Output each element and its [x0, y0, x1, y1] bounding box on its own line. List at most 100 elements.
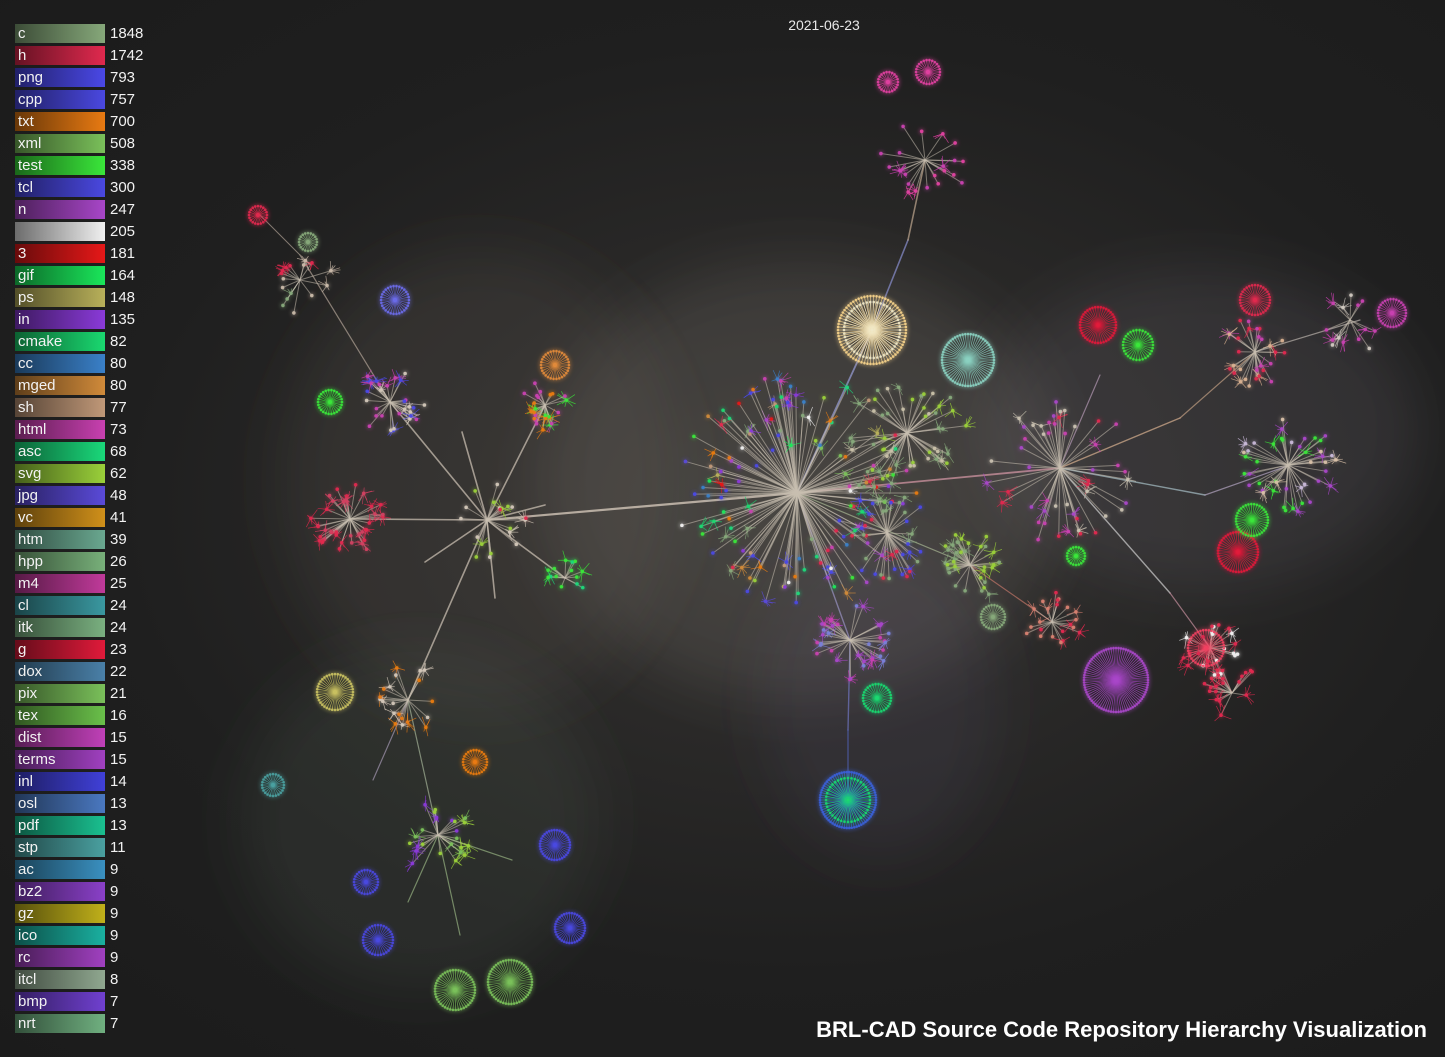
legend-swatch: cmake [15, 331, 105, 351]
legend-count: 13 [110, 794, 127, 812]
legend-item: bz2 9 [15, 880, 165, 902]
legend-swatch: jpg [15, 485, 105, 505]
legend-count: 1848 [110, 24, 144, 42]
legend-count: 338 [110, 156, 136, 174]
legend-swatch: dist [15, 727, 105, 747]
legend-swatch: sh [15, 397, 105, 417]
legend-count: 26 [110, 552, 127, 570]
legend-swatch: test [15, 155, 105, 175]
legend-item: pdf 13 [15, 814, 165, 836]
legend-swatch: 3 [15, 243, 105, 263]
legend-swatch: svg [15, 463, 105, 483]
legend-item: dist 15 [15, 726, 165, 748]
legend-swatch: cl [15, 595, 105, 615]
legend-swatch: bmp [15, 991, 105, 1011]
legend-swatch: itk [15, 617, 105, 637]
legend-count: 11 [110, 838, 126, 856]
legend-count: 14 [110, 772, 127, 790]
legend-swatch: c [15, 23, 105, 43]
legend-swatch: osl [15, 793, 105, 813]
legend-count: 9 [110, 882, 119, 900]
legend-swatch: asc [15, 441, 105, 461]
legend-count: 300 [110, 178, 136, 196]
tree-edges [248, 59, 1407, 1011]
legend-count: 7 [110, 992, 119, 1010]
legend-count: 181 [110, 244, 136, 262]
legend-item: mged 80 [15, 374, 165, 396]
legend-count: 48 [110, 486, 127, 504]
legend-swatch: cpp [15, 89, 105, 109]
legend-count: 164 [110, 266, 136, 284]
legend-item: gif 164 [15, 264, 165, 286]
legend-swatch: html [15, 419, 105, 439]
legend-count: 148 [110, 288, 136, 306]
legend-swatch: itcl [15, 969, 105, 989]
legend-swatch: gz [15, 903, 105, 923]
legend-count: 1742 [110, 46, 144, 64]
legend-count: 793 [110, 68, 136, 86]
legend-swatch: mged [15, 375, 105, 395]
legend-count: 508 [110, 134, 136, 152]
legend-item: osl 13 [15, 792, 165, 814]
legend-swatch: g [15, 639, 105, 659]
legend-count: 23 [110, 640, 127, 658]
legend-item: g 23 [15, 638, 165, 660]
legend-count: 15 [110, 728, 127, 746]
legend-item: tcl 300 [15, 176, 165, 198]
legend-count: 13 [110, 816, 127, 834]
legend-item: c 1848 [15, 22, 165, 44]
legend-swatch: gif [15, 265, 105, 285]
legend-swatch: in [15, 309, 105, 329]
legend-swatch: png [15, 67, 105, 87]
legend-item: ico 9 [15, 924, 165, 946]
legend-swatch: m4 [15, 573, 105, 593]
legend-swatch: nrt [15, 1013, 105, 1033]
legend-swatch: ico [15, 925, 105, 945]
legend-count: 25 [110, 574, 127, 592]
legend-count: 39 [110, 530, 127, 548]
legend-swatch: tex [15, 705, 105, 725]
legend-swatch: terms [15, 749, 105, 769]
legend-count: 68 [110, 442, 127, 460]
legend-count: 80 [110, 376, 127, 394]
legend-swatch [15, 221, 105, 241]
legend-swatch: hpp [15, 551, 105, 571]
legend-swatch: cc [15, 353, 105, 373]
legend-count: 16 [110, 706, 127, 724]
legend-item: png 793 [15, 66, 165, 88]
legend-item: 205 [15, 220, 165, 242]
legend-swatch: tcl [15, 177, 105, 197]
legend-swatch: pdf [15, 815, 105, 835]
legend-count: 247 [110, 200, 136, 218]
legend-count: 41 [110, 508, 127, 526]
glow-haze [240, 250, 1420, 990]
legend-swatch: bz2 [15, 881, 105, 901]
legend-count: 9 [110, 926, 119, 944]
legend-swatch: vc [15, 507, 105, 527]
legend-item: hpp 26 [15, 550, 165, 572]
legend-swatch: xml [15, 133, 105, 153]
